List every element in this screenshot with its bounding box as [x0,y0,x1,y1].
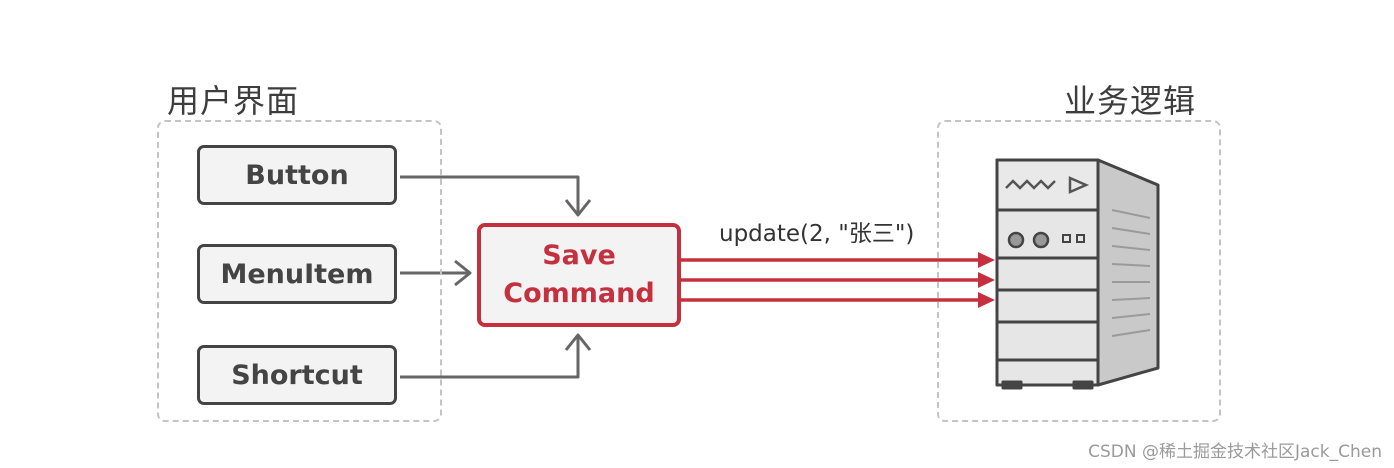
button-item[interactable]: Button [197,145,397,205]
arrow-command-to-logic-3-head [978,292,995,308]
logic-group-box [937,120,1221,422]
arrow-menuitem-head [454,259,472,287]
shortcut-item[interactable]: Shortcut [197,345,397,405]
save-command-line1: Save [542,240,616,271]
arrow-shortcut-head [564,333,592,351]
ui-group-title: 用户界面 [167,82,300,120]
arrow-button-to-command [400,175,580,215]
save-command-line2: Command [503,278,655,309]
update-call-label: update(2, "张三") [719,221,915,247]
server-side-face [1096,158,1160,387]
logic-group-title: 业务逻辑 [1064,82,1197,120]
play-icon [1068,176,1090,194]
watermark-text: CSDN @稀土掘金技术社区Jack_Chen [1088,442,1382,462]
server-knob-1 [1007,231,1025,249]
menuitem-item[interactable]: MenuItem [197,244,397,304]
arrow-command-to-logic-1-head [978,252,995,268]
arrow-shortcut-to-command [400,335,580,379]
save-command-box[interactable]: Save Command [477,223,681,327]
arrow-command-to-logic-2-head [978,272,995,288]
server-knob-2 [1032,231,1050,249]
ui-group-box [157,120,442,422]
arrow-button-head [564,199,592,217]
wave-icon [1005,179,1056,190]
